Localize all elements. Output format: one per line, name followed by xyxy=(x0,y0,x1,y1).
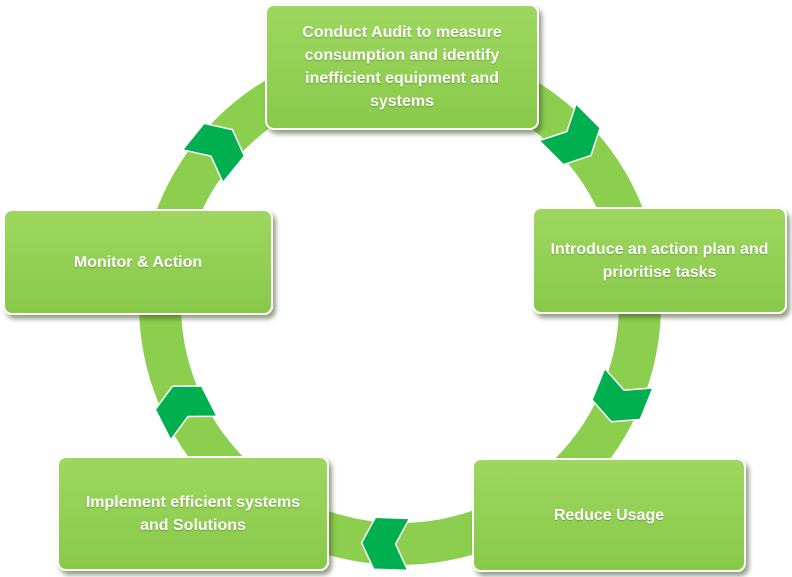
step-label: Implement efficient systems and Solution… xyxy=(85,493,301,534)
step-monitor-action: Monitor & Action xyxy=(3,209,273,315)
cycle-arrow-2 xyxy=(591,366,655,423)
step-action-plan: Introduce an action plan and prioritise … xyxy=(532,207,787,314)
step-reduce-usage: Reduce Usage xyxy=(472,458,746,572)
cycle-arrow-5 xyxy=(181,122,246,184)
cycle-arrow-4 xyxy=(154,385,219,442)
step-label: Introduce an action plan and prioritise … xyxy=(550,240,769,281)
step-label: Reduce Usage xyxy=(553,506,665,524)
cycle-arrow-3 xyxy=(360,516,411,572)
step-label: Monitor & Action xyxy=(73,253,203,271)
cycle-arrow-1 xyxy=(537,102,601,166)
step-implement-efficient-systems: Implement efficient systems and Solution… xyxy=(57,456,329,571)
step-conduct-audit: Conduct Audit to measure consumption and… xyxy=(265,4,539,130)
step-label: Conduct Audit to measure consumption and… xyxy=(302,24,502,110)
